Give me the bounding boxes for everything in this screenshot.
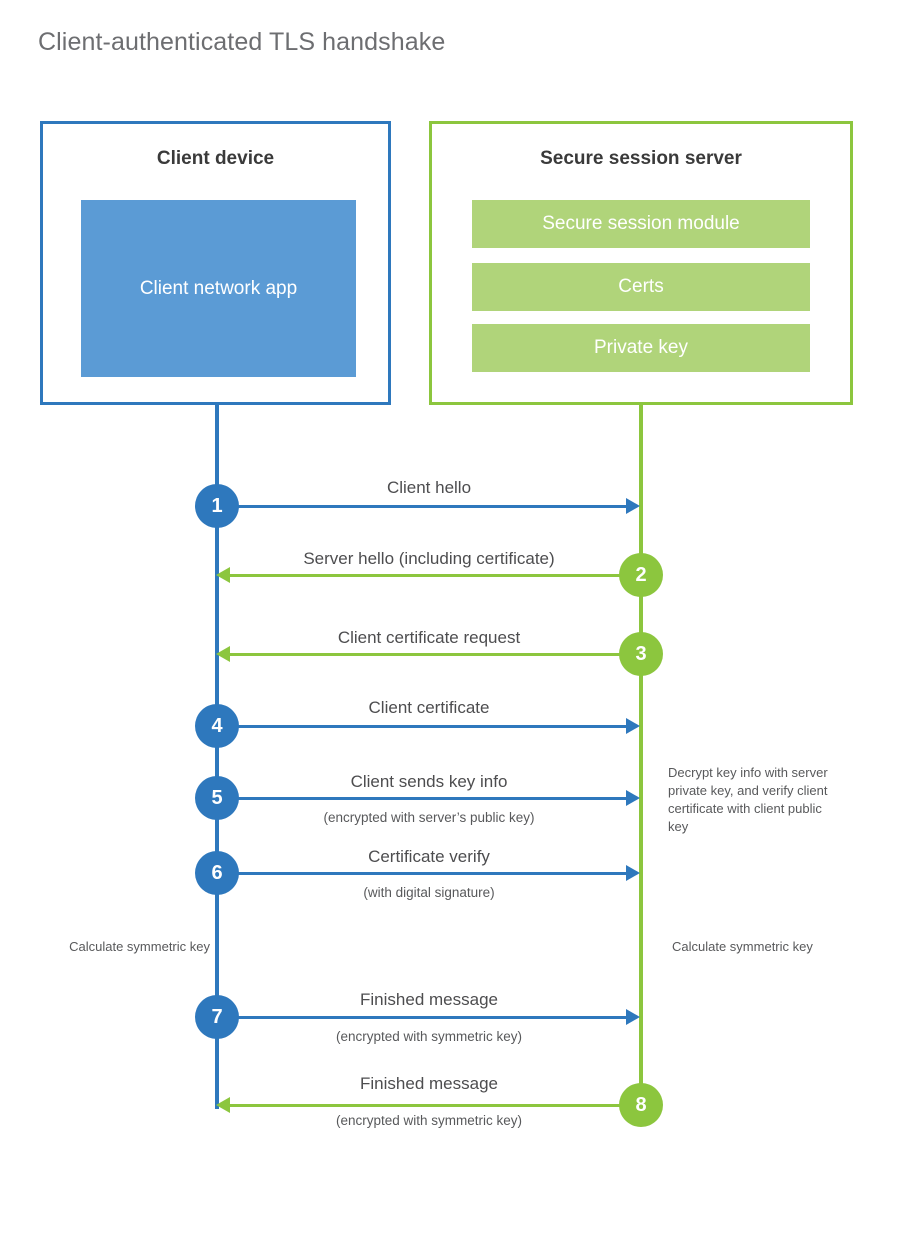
step-7-arrow-line (217, 1016, 626, 1019)
step-2-badge: 2 (619, 553, 663, 597)
step-5-arrow-head (626, 790, 640, 806)
page-title: Client-authenticated TLS handshake (38, 28, 446, 56)
server-lifeline (639, 405, 643, 1107)
step-8-sublabel: (encrypted with symmetric key) (335, 1113, 523, 1128)
server-component-private-key: Private key (472, 324, 810, 372)
step-1-arrow-line (217, 505, 626, 508)
secure-session-server-box: Secure session server Secure session mod… (429, 121, 853, 405)
step-3-arrow-head (216, 646, 230, 662)
step-3-badge: 3 (619, 632, 663, 676)
client-device-box: Client device Client network app (40, 121, 391, 405)
step-1-label: Client hello (386, 478, 472, 497)
step-4-label: Client certificate (368, 698, 490, 717)
server-component-label: Private key (594, 337, 688, 358)
client-lifeline (215, 405, 219, 1109)
client-device-title: Client device (156, 148, 275, 169)
step-1-arrow-head (626, 498, 640, 514)
step-3-label: Client certificate request (337, 628, 521, 647)
step-2-arrow-head (216, 567, 230, 583)
step-4-badge: 4 (195, 704, 239, 748)
step-8-badge: 8 (619, 1083, 663, 1127)
step-2-label: Server hello (including certificate) (303, 549, 555, 568)
step-3-arrow-line (230, 653, 641, 656)
client-calculate-symmetric-key-note: Calculate symmetric key (69, 939, 210, 954)
step-7-label: Finished message (360, 990, 498, 1009)
step-1-badge: 1 (195, 484, 239, 528)
secure-session-server-title: Secure session server (540, 148, 742, 169)
step-5-badge: 5 (195, 776, 239, 820)
server-calculate-symmetric-key-note: Calculate symmetric key (672, 939, 813, 954)
step-8-arrow-head (216, 1097, 230, 1113)
step-6-badge: 6 (195, 851, 239, 895)
client-network-app-block: Client network app (81, 200, 356, 377)
step-5-sublabel: (encrypted with server’s public key) (323, 810, 535, 825)
server-component-certs: Certs (472, 263, 810, 311)
server-decrypt-note: Decrypt key info with server private key… (668, 765, 828, 834)
server-component-secure-session-module: Secure session module (472, 200, 810, 248)
step-6-label: Certificate verify (368, 847, 490, 866)
step-6-arrow-line (217, 872, 626, 875)
server-component-label: Secure session module (542, 213, 740, 234)
step-5-arrow-line (217, 797, 626, 800)
step-6-arrow-head (626, 865, 640, 881)
step-6-sublabel: (with digital signature) (363, 885, 495, 900)
step-8-arrow-line (230, 1104, 641, 1107)
step-7-arrow-head (626, 1009, 640, 1025)
step-7-sublabel: (encrypted with symmetric key) (335, 1029, 523, 1044)
step-7-badge: 7 (195, 995, 239, 1039)
step-4-arrow-line (217, 725, 626, 728)
step-5-label: Client sends key info (350, 772, 508, 791)
step-8-label: Finished message (360, 1074, 498, 1093)
client-network-app-label: Client network app (139, 277, 298, 299)
step-4-arrow-head (626, 718, 640, 734)
server-component-label: Certs (618, 276, 664, 297)
step-2-arrow-line (230, 574, 641, 577)
